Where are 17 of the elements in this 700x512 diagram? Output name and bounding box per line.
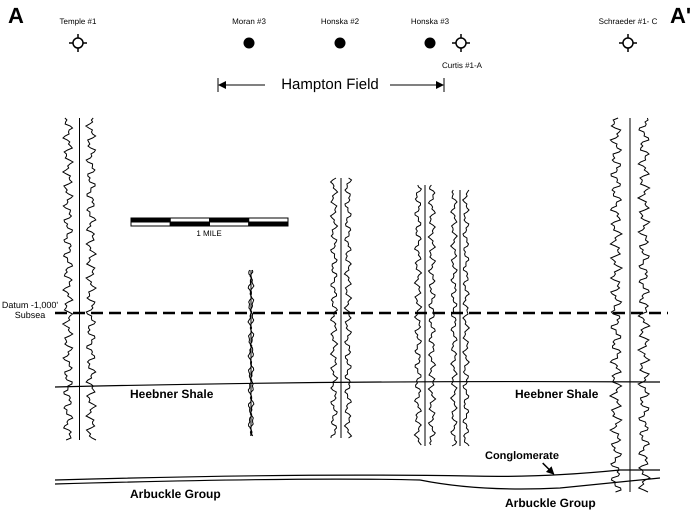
- well-name: Temple #1: [60, 18, 96, 27]
- datum-label: Datum -1,000' Subsea: [0, 301, 60, 321]
- formation-label: Conglomerate: [485, 450, 559, 462]
- well-name: Honska #2: [320, 18, 360, 27]
- formation-label: Heebner Shale: [130, 388, 214, 402]
- formation-label: Arbuckle Group: [505, 497, 596, 510]
- formation-label: Heebner Shale: [515, 388, 598, 402]
- well-name: Honska #3: [410, 18, 450, 27]
- horizon-line: [470, 469, 660, 477]
- section-end-label: A': [670, 4, 692, 28]
- well-name: Curtis #1-A: [442, 62, 482, 71]
- scale-label: 1 MILE: [196, 230, 222, 239]
- well-name: Schraeder #1- C: [598, 18, 658, 27]
- leader-line: [542, 462, 554, 475]
- well-name: Moran #3: [232, 18, 266, 27]
- formation-label: Arbuckle Group: [130, 488, 221, 502]
- section-end-label: A: [8, 4, 24, 28]
